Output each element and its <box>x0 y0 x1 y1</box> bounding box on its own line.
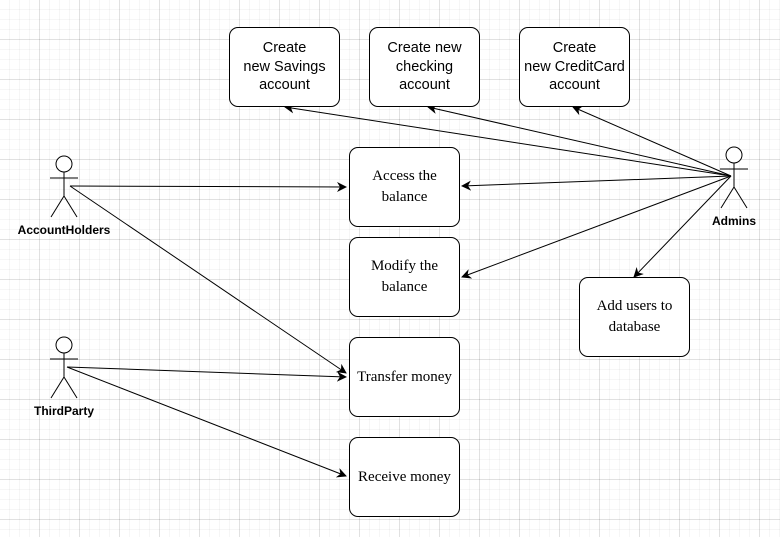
use-case-label: Create new checking account <box>387 40 462 94</box>
use-case-add-users[interactable]: Add users to database <box>579 277 690 357</box>
use-case-create-checking[interactable]: Create new checking account <box>369 27 480 107</box>
use-case-label: Receive money <box>358 468 451 485</box>
actor-label-admins: Admins <box>711 214 757 228</box>
use-case-receive-money[interactable]: Receive money <box>349 437 460 517</box>
use-case-label: Transfer money <box>357 368 452 385</box>
use-case-label: Create new Savings account <box>243 40 326 94</box>
use-case-label: Create new CreditCard account <box>524 40 625 94</box>
use-case-transfer-money[interactable]: Transfer money <box>349 337 460 417</box>
use-case-label: Modify the balance <box>370 258 439 295</box>
use-case-modify-balance[interactable]: Modify the balance <box>349 237 460 317</box>
actor-label-account-holders: AccountHolders <box>17 223 111 237</box>
use-case-create-savings[interactable]: Create new Savings account <box>229 27 340 107</box>
use-case-label: Add users to database <box>596 298 673 335</box>
use-case-access-balance[interactable]: Access the balance <box>349 147 460 227</box>
use-case-label: Access the balance <box>372 168 437 205</box>
use-case-create-creditcard[interactable]: Create new CreditCard account <box>519 27 630 107</box>
actor-label-third-party: ThirdParty <box>33 404 95 418</box>
